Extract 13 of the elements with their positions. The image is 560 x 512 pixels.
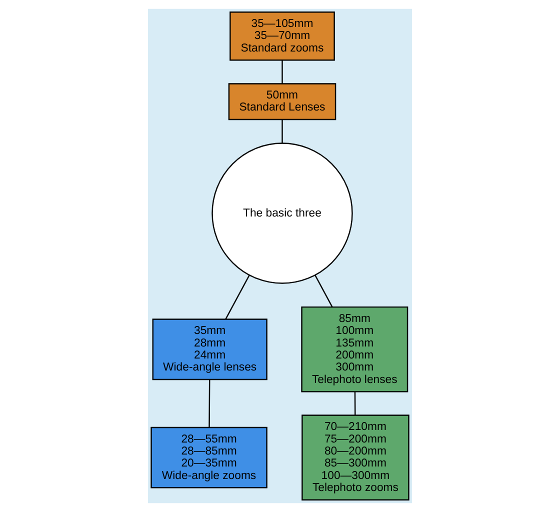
node-box: 70—210mm 75—200mm 80—200mm 85—300mm 100—300mm Telephoto zooms xyxy=(302,414,410,500)
connector xyxy=(208,380,210,428)
node-box: 28—55mm 28—85mm 20—35mm Wide-angle zooms xyxy=(150,426,268,488)
connector xyxy=(225,275,250,320)
connector xyxy=(354,392,356,416)
connector xyxy=(314,275,333,308)
node-box: 85mm 100mm 135mm 200mm 300mm Telephoto lenses xyxy=(301,306,408,392)
node-box: 50mm Standard Lenses xyxy=(228,83,336,120)
connector xyxy=(282,120,283,143)
connector xyxy=(282,60,283,84)
node-box: 35—105mm 35—70mm Standard zooms xyxy=(230,12,335,61)
node-circle: The basic three xyxy=(212,142,353,284)
node-box: 35mm 28mm 24mm Wide-angle lenses xyxy=(152,318,268,380)
